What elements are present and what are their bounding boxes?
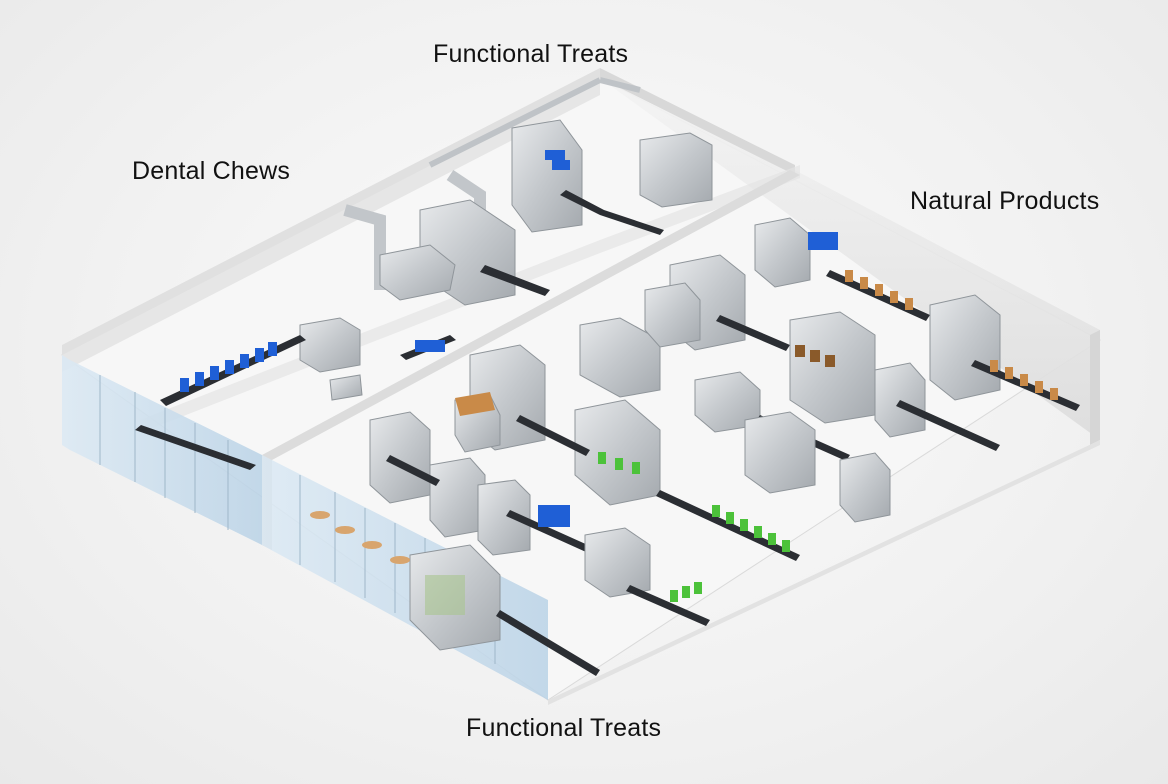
functional-room-equipment [310, 317, 800, 676]
natural-room-equipment [644, 217, 1080, 523]
back-wall-top-room [600, 68, 795, 175]
glass-partition-dental [62, 355, 262, 545]
natural-packs [845, 270, 913, 310]
conveyor-icon [516, 415, 590, 456]
conveyor-icon [896, 400, 1000, 451]
conveyor-icon [626, 585, 710, 626]
natural-room-wall [1090, 330, 1100, 445]
zone-label-dental-chews: Dental Chews [132, 157, 291, 185]
zone-label-natural-products: Natural Products [910, 187, 1100, 215]
front-floor-edge [548, 440, 1100, 705]
conveyor-icon [135, 425, 256, 470]
conveyor-icon [480, 265, 550, 296]
conveyor-icon [656, 490, 800, 561]
conveyor-icon [506, 510, 610, 561]
zone-label-functional-treats-bottom: Functional Treats [466, 714, 662, 742]
cabinet-icon [639, 132, 713, 208]
conveyor-icon [496, 610, 600, 676]
top-room-equipment [428, 77, 713, 235]
zone-label-functional-treats-top: Functional Treats [433, 40, 629, 68]
conveyor-icon [386, 455, 440, 486]
conveyor-icon [716, 315, 790, 351]
conveyor-icon [560, 190, 664, 235]
dental-packs [180, 342, 277, 392]
dental-room-equipment [135, 170, 550, 470]
functional-packs [670, 582, 702, 602]
back-wall-left [62, 68, 600, 355]
divider-wall-main [262, 170, 800, 460]
treat-trays [310, 511, 410, 564]
dental-room-wall [62, 78, 600, 372]
